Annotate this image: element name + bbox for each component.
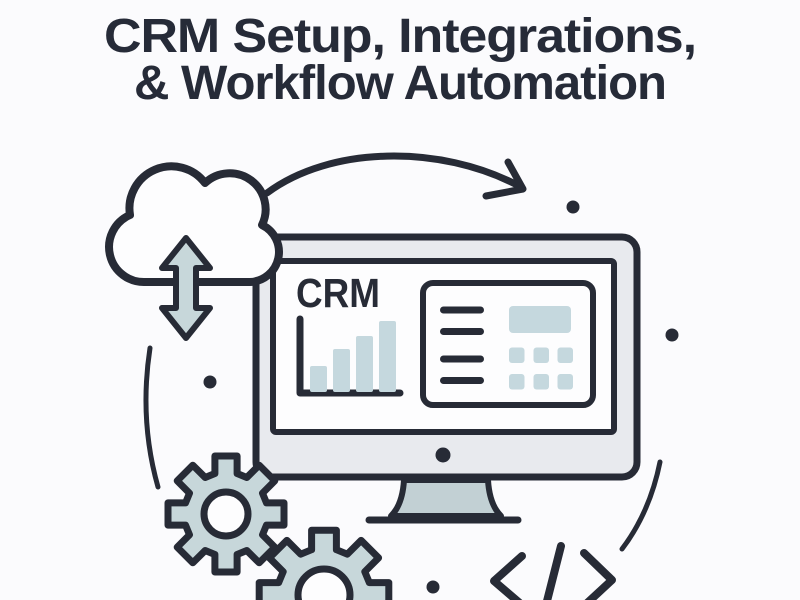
decorative-dot	[665, 328, 679, 342]
gear-hole	[294, 565, 354, 600]
panel-list-line	[440, 328, 484, 335]
panel-list-line	[440, 306, 484, 314]
chart-bar	[356, 336, 373, 392]
panel-list	[440, 306, 484, 384]
circle-arc-right	[619, 459, 663, 552]
monitor-power-dot	[435, 447, 451, 463]
sync-arrows-icon	[159, 235, 213, 341]
keypad-cell	[509, 374, 525, 390]
crm-bar-chart	[296, 315, 404, 397]
decorative-dot	[566, 200, 580, 214]
angle-right-icon	[580, 549, 616, 600]
title-line-2: & Workflow Automation	[134, 57, 666, 110]
angle-left-icon	[490, 552, 526, 600]
gear-body	[255, 526, 393, 600]
decorative-dot	[426, 580, 440, 594]
gear-icon-small	[255, 526, 393, 600]
chart-axes	[296, 315, 404, 397]
crm-panel	[420, 280, 596, 408]
arrow-head	[482, 158, 527, 200]
curved-arrow-icon	[263, 152, 527, 200]
decorative-dot	[203, 375, 217, 389]
keypad-cell	[533, 374, 549, 390]
keypad-cell	[509, 347, 525, 363]
panel-list-line	[440, 377, 484, 384]
decorative-dots	[203, 200, 679, 594]
panel-list-line	[440, 355, 484, 363]
keypad-cell	[557, 374, 573, 390]
monitor-icon: CRM	[252, 233, 641, 524]
title-line-1: CRM Setup, Integrations,	[104, 10, 696, 63]
cloud-icon	[105, 162, 283, 287]
arrow-curve	[263, 152, 523, 197]
screen-label: CRM	[296, 270, 380, 316]
slash-icon	[543, 542, 565, 600]
gear-hole	[200, 488, 252, 540]
panel-header-card	[509, 306, 571, 333]
keypad-cell	[533, 347, 549, 363]
chart-bar	[310, 366, 327, 392]
page-title: CRM Setup, Integrations, & Workflow Auto…	[104, 10, 697, 110]
panel-keypad	[509, 347, 573, 390]
cloud-sync-icon	[105, 162, 283, 341]
code-brackets-icon	[490, 542, 616, 600]
monitor-stand	[388, 477, 504, 519]
gear-icon-large	[164, 452, 288, 576]
chart-bar	[333, 349, 350, 392]
chart-bar	[379, 321, 396, 392]
keypad-cell	[557, 347, 573, 363]
circle-arc-left	[143, 345, 161, 490]
